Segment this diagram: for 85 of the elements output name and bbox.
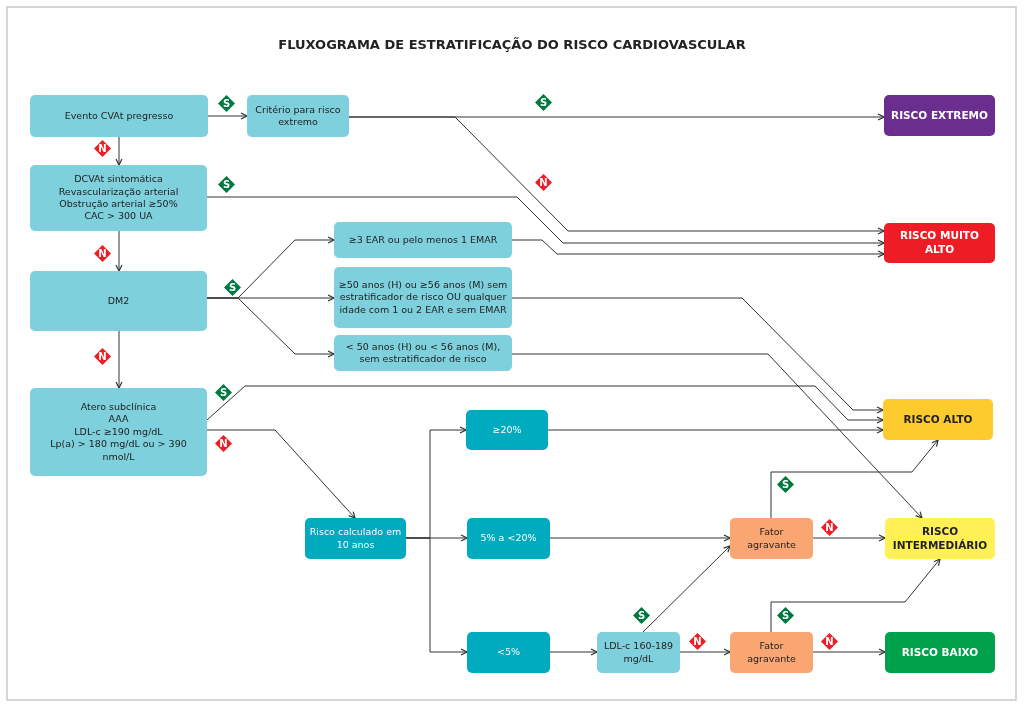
- arrow: [206, 385, 884, 424]
- edge-label: N: [535, 174, 552, 191]
- node-text: RISCO MUITO ALTO: [899, 229, 980, 257]
- edge-label: S: [218, 95, 235, 112]
- process-box: [334, 222, 512, 258]
- risk-level-box: [885, 518, 995, 559]
- edge-label: S: [215, 384, 232, 401]
- process-box: [30, 271, 207, 331]
- node-text: RISCO ALTO: [903, 412, 973, 427]
- arrow: [115, 136, 123, 166]
- risk-level-box: [885, 632, 995, 673]
- arrow: [549, 648, 598, 656]
- diagram-title: FLUXOGRAMA DE ESTRATIFICAÇÃO DO RISCO CARDIOVASCULAR: [277, 37, 747, 52]
- edge-label: N: [821, 519, 838, 536]
- risk-level-box: [884, 95, 995, 136]
- node-text: Evento CVAt pregresso: [64, 109, 174, 123]
- node-text: DM2: [107, 294, 130, 308]
- node-text: ≥3 EAR ou pelo menos 1 EMAR: [348, 233, 498, 247]
- node-text: 5% a <20%: [480, 532, 537, 545]
- node-text: ≥20%: [492, 423, 522, 437]
- edge-label: S: [224, 279, 241, 296]
- risk-level-box: [884, 223, 995, 263]
- process-box: [467, 632, 550, 673]
- arrow: [115, 330, 123, 389]
- process-box: [466, 410, 548, 450]
- edge-label: N: [94, 140, 111, 157]
- risk-level-box: [883, 399, 993, 440]
- node-text: Fator agravante: [746, 526, 797, 551]
- arrow: [348, 116, 885, 235]
- arrow: [679, 648, 731, 656]
- edge-label: N: [689, 633, 706, 650]
- node-text: Revascularização arterial: [58, 185, 179, 198]
- edge-label: S: [535, 94, 552, 111]
- node-text: DCVAt sintomática: [74, 173, 163, 186]
- node-text: LDL-c ≥190 mg/dL: [74, 425, 163, 439]
- edge-label: S: [777, 476, 794, 493]
- process-box: [597, 632, 680, 673]
- edge-label: S: [633, 607, 650, 624]
- edge-label: N: [94, 245, 111, 262]
- node-text: Obstrução arterial ≥50%: [59, 198, 178, 211]
- node-text: Lp(a) > 180 mg/dL ou > 390 nmol/L: [49, 438, 188, 463]
- edge-label: N: [215, 435, 232, 452]
- process-box: [30, 165, 207, 231]
- edge-label: N: [94, 348, 111, 365]
- arrow: [770, 439, 939, 519]
- arrow: [206, 429, 356, 519]
- arrow: [206, 297, 335, 358]
- arrow: [547, 426, 884, 434]
- edge-label: N: [821, 633, 838, 650]
- process-box: [30, 388, 207, 476]
- process-box: [30, 95, 208, 137]
- arrow: [207, 112, 248, 120]
- arrow: [511, 353, 923, 519]
- process-box: [247, 95, 349, 137]
- arrow: [812, 534, 886, 542]
- node-text: Critério para risco extremo: [254, 103, 342, 129]
- node-text: < 50 anos (H) ou < 56 anos (M), sem estratificador de risco: [344, 340, 502, 366]
- process-box: [334, 267, 512, 328]
- node-text: CAC > 300 UA: [84, 210, 153, 223]
- node-text: Atero subclínica: [80, 401, 157, 414]
- arrow: [115, 230, 123, 272]
- node-text: RISCO EXTREMO: [891, 108, 988, 123]
- node-text: <5%: [497, 646, 520, 659]
- node-text: LDL-c 160-189 mg/dL: [602, 640, 675, 665]
- process-box: [305, 518, 406, 559]
- process-box: [730, 632, 813, 673]
- arrow: [642, 545, 731, 633]
- process-box: [730, 518, 813, 559]
- node-text: AAA: [108, 413, 129, 426]
- node-text: RISCO BAIXO: [901, 645, 979, 660]
- arrow: [405, 537, 468, 656]
- edge-label: S: [218, 176, 235, 193]
- process-box: [467, 518, 550, 559]
- arrow: [511, 239, 885, 258]
- node-text: Fator agravante: [746, 640, 797, 665]
- edge-label: S: [777, 607, 794, 624]
- arrow: [206, 196, 885, 247]
- node-text: Risco calculado em 10 anos: [309, 526, 402, 551]
- arrow: [549, 534, 731, 542]
- node-text: RISCO INTERMEDIÁRIO: [891, 524, 989, 553]
- arrow: [770, 558, 941, 633]
- node-text: ≥50 anos (H) ou ≥56 anos (M) sem estratificador de risco OU qualquer idade com 1 ou 2 EAR e sem EMAR: [338, 279, 508, 316]
- arrow: [511, 297, 884, 414]
- process-box: [334, 335, 512, 371]
- arrow: [812, 648, 886, 656]
